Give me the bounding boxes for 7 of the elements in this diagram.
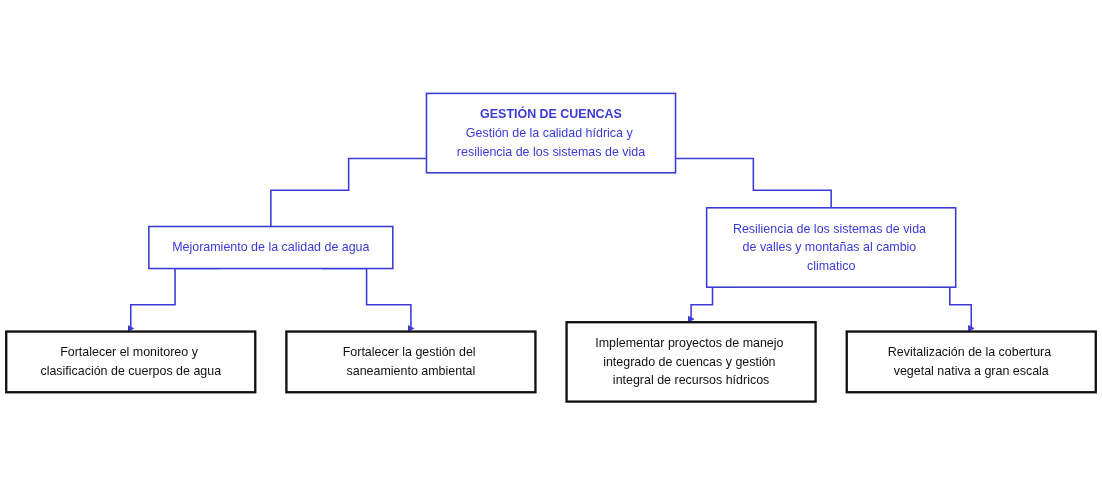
node-box: GESTIÓN DE CUENCAS Gestión de la calidad hídrica y resiliencia de los sistemas de vida [425, 92, 677, 174]
node-box: Fortalecer el monitoreo y clasificación de cuerpos de agua [5, 330, 257, 394]
node-box: Resiliencia de los sistemas de vida de valles y montañas al cambio climatico [705, 207, 957, 288]
node-box: Implementar proyectos de manejo integrado de cuencas y gestión integral de recursos hídricos [565, 321, 817, 403]
node-box: Revitalización de la cobertura vegetal nativa a gran escala [845, 330, 1097, 394]
node-box: Fortalecer la gestión del saneamiento ambiental [285, 330, 537, 394]
node-box: Mejoramiento de la calidad de agua [148, 225, 394, 270]
